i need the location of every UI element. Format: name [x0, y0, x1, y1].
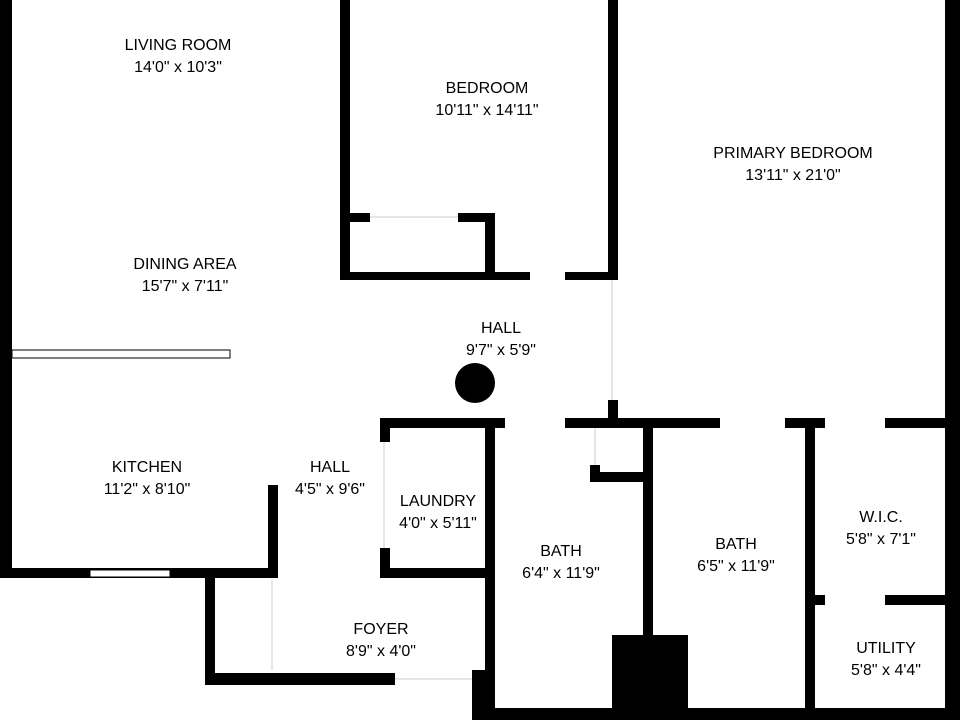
room-bath-2: BATH 6'5" x 11'9": [697, 534, 775, 578]
room-name: FOYER: [353, 621, 409, 638]
room-name: BATH: [715, 536, 757, 553]
room-foyer: FOYER 8'9" x 4'0": [346, 619, 416, 663]
room-primary-bedroom: PRIMARY BEDROOM 13'11" x 21'0": [713, 143, 872, 187]
wall: [380, 420, 390, 442]
wall: [608, 0, 618, 280]
room-name: LIVING ROOM: [124, 37, 232, 54]
wall: [608, 400, 618, 428]
room-name: W.I.C.: [859, 509, 903, 526]
kitchen-window: [89, 569, 171, 578]
room-bedroom: BEDROOM 10'11" x 14'11": [435, 78, 538, 122]
wall: [565, 418, 720, 428]
dining-counter: [11, 349, 231, 359]
room-size: 6'4" x 11'9": [522, 565, 600, 582]
wall: [380, 418, 505, 428]
room-size: 5'8" x 7'1": [846, 531, 916, 548]
room-size: 8'9" x 4'0": [346, 643, 416, 660]
room-laundry: LAUNDRY 4'0" x 5'11": [399, 491, 477, 535]
wall: [565, 272, 618, 280]
wall: [380, 548, 390, 578]
room-name: DINING AREA: [133, 256, 237, 273]
room-bath-1: BATH 6'4" x 11'9": [522, 541, 600, 585]
room-kitchen: KITCHEN 11'2" x 8'10": [104, 457, 191, 501]
room-utility: UTILITY 5'8" x 4'4": [851, 638, 921, 682]
wall: [885, 595, 960, 605]
room-size: 13'11" x 21'0": [745, 167, 841, 184]
wall: [345, 272, 530, 280]
room-name: HALL: [309, 459, 351, 476]
room-wic: W.I.C. 5'8" x 7'1": [846, 507, 916, 551]
room-name: BEDROOM: [445, 80, 529, 97]
wall: [485, 420, 495, 720]
room-living-room: LIVING ROOM 14'0" x 10'3": [125, 35, 232, 79]
room-name: BATH: [540, 543, 582, 560]
room-name: KITCHEN: [111, 459, 183, 476]
wall: [205, 673, 395, 685]
room-size: 5'8" x 4'4": [851, 662, 921, 679]
room-hall-2: HALL 4'5" x 9'6": [295, 457, 365, 501]
wall: [268, 485, 278, 578]
room-name: HALL: [480, 320, 522, 337]
room-dining-area: DINING AREA 15'7" x 7'11": [133, 254, 236, 298]
wall: [380, 568, 490, 578]
room-size: 6'5" x 11'9": [697, 558, 775, 575]
room-size: 14'0" x 10'3": [134, 59, 222, 76]
wall: [885, 418, 960, 428]
room-size: 10'11" x 14'11": [435, 102, 539, 119]
wall: [805, 420, 815, 720]
room-name: PRIMARY BEDROOM: [713, 145, 873, 162]
room-size: 11'2" x 8'10": [103, 481, 191, 498]
room-hall: HALL 9'7" x 5'9": [466, 318, 536, 362]
room-size: 4'0" x 5'11": [399, 515, 477, 532]
room-name: UTILITY: [856, 640, 916, 657]
wall: [945, 0, 960, 720]
room-size: 15'7" x 7'11": [141, 278, 229, 295]
wall: [643, 420, 653, 720]
wall: [340, 0, 350, 280]
wall: [590, 472, 650, 482]
column: [455, 363, 495, 403]
room-size: 4'5" x 9'6": [295, 481, 365, 498]
wall: [458, 213, 495, 222]
wall: [205, 570, 215, 685]
wall: [590, 465, 600, 482]
wall: [485, 213, 495, 280]
chimney-block: [612, 635, 688, 710]
wall: [0, 0, 12, 578]
room-size: 9'7" x 5'9": [466, 342, 536, 359]
wall: [810, 595, 825, 605]
wall: [485, 708, 960, 720]
wall: [345, 213, 370, 222]
room-name: LAUNDRY: [399, 493, 477, 510]
